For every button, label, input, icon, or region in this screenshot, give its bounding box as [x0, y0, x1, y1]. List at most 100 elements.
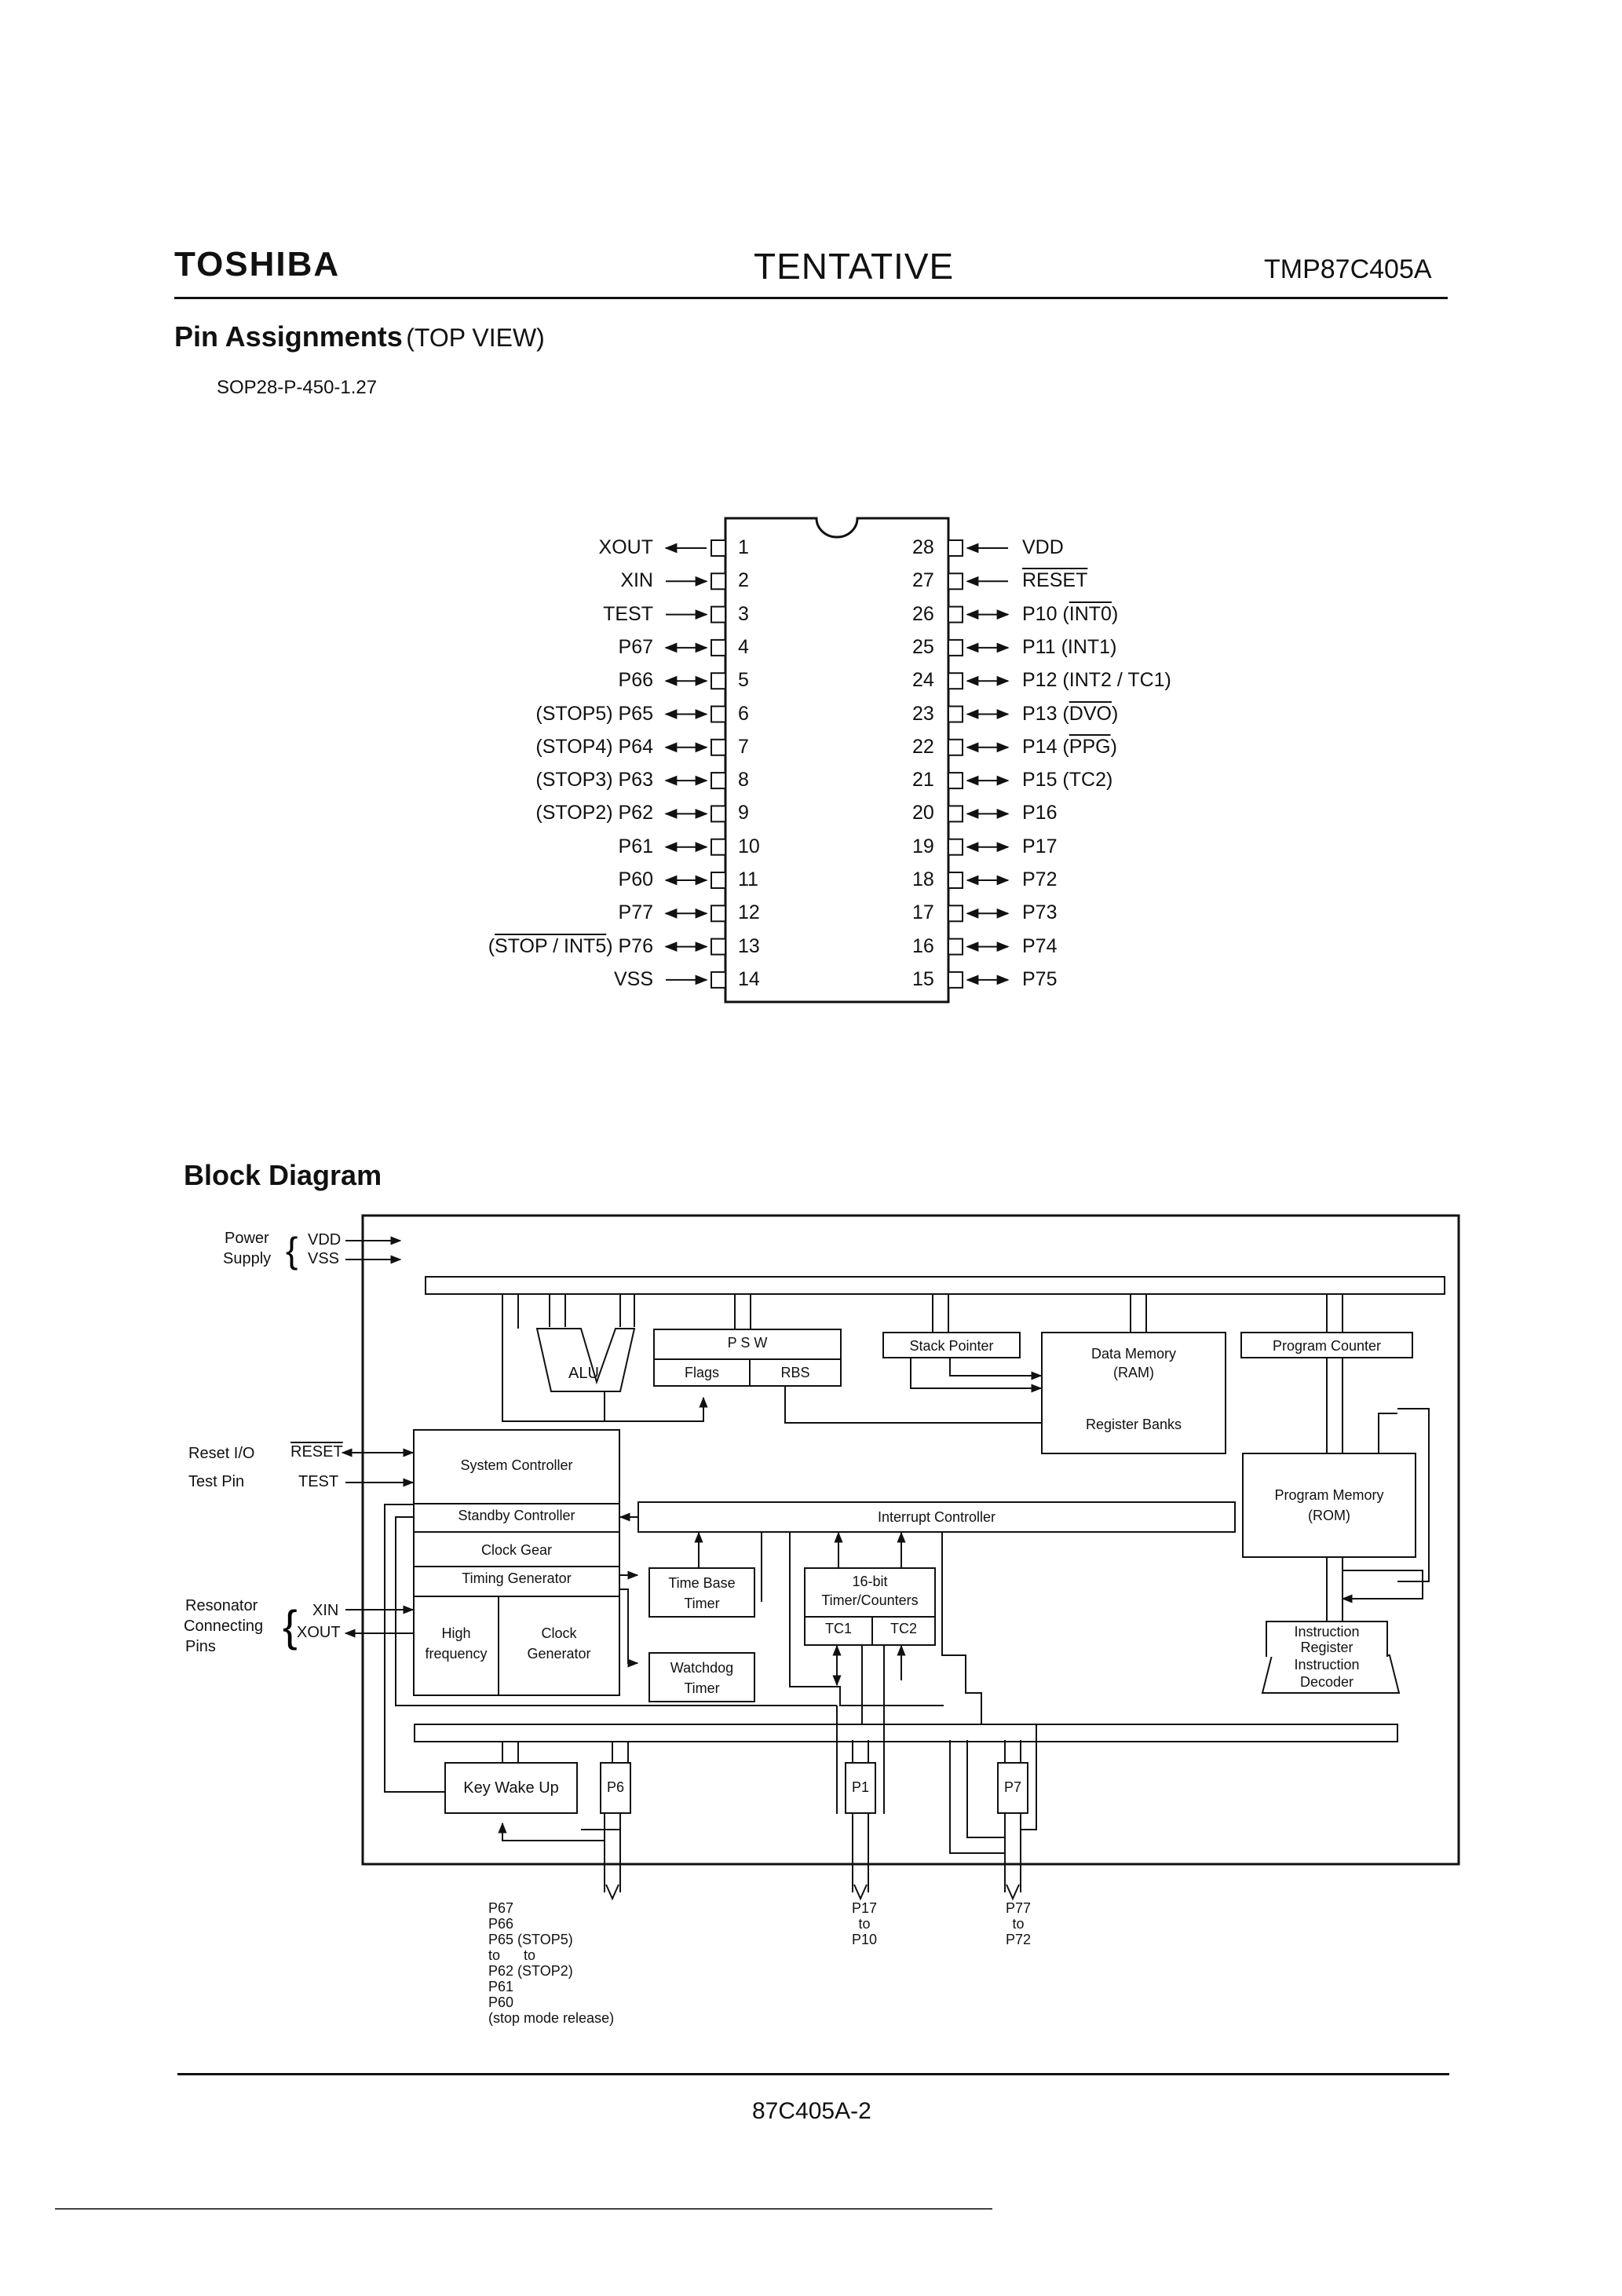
- pin-pad-right: [948, 938, 963, 956]
- pin-number: 24: [912, 669, 934, 692]
- pin-label-text: P12 (INT2 / TC1): [1022, 669, 1171, 692]
- interrupt-controller-label: Interrupt Controller: [877, 1509, 996, 1525]
- pin-pad-right: [948, 638, 963, 656]
- left-pin-label: P77: [323, 901, 653, 924]
- pin-pad-right: [948, 772, 963, 790]
- left-pin-label: XOUT: [323, 536, 653, 559]
- pin-pad-right: [948, 572, 963, 590]
- right-pin-label: P75: [1022, 968, 1057, 991]
- pin-number: 6: [738, 702, 749, 725]
- flags-label: Flags: [684, 1365, 719, 1380]
- vss-pin: VSS: [308, 1250, 340, 1267]
- pin-number: 18: [912, 868, 934, 890]
- package-code: SOP28-P-450-1.27: [217, 377, 378, 398]
- left-pin-label: TEST: [323, 603, 653, 626]
- pin-label-text: (STOP2) P62: [535, 802, 653, 824]
- pin-label-text: P73: [1022, 901, 1058, 924]
- pin-label-text: P11 (INT1): [1022, 635, 1117, 658]
- key-wake-up-label: Key Wake Up: [463, 1779, 559, 1797]
- high-frequency-line1: High: [441, 1625, 471, 1641]
- test-pin: TEST: [298, 1473, 339, 1490]
- pins-label: Pins: [185, 1638, 216, 1655]
- pin-number: 16: [912, 934, 934, 957]
- port-p1-box: P1: [845, 1762, 876, 1814]
- clock-generator-line2: Generator: [527, 1646, 591, 1662]
- pin-pad-left: [711, 772, 726, 790]
- pin-number: 19: [912, 835, 934, 857]
- timer-counters-box: 16-bit Timer/Counters TC1 TC2: [804, 1567, 936, 1646]
- right-pin-label: P11 (INT1): [1022, 636, 1116, 659]
- chip-boundary: [361, 1214, 1460, 1866]
- data-memory-box: Data Memory (RAM) Register Banks: [1041, 1332, 1226, 1454]
- pin-label-text: XOUT: [598, 536, 653, 558]
- pin-label-text: P75: [1022, 967, 1058, 990]
- pin-section-title: Pin Assignments: [174, 320, 403, 353]
- instruction-register-box: Instruction Register: [1266, 1621, 1388, 1657]
- pin-pad-right: [948, 838, 963, 856]
- port-pin-label: P77: [1005, 1900, 1032, 1916]
- pin-number: 8: [738, 769, 749, 792]
- ic-body: [724, 517, 950, 1004]
- pin-number: 28: [912, 536, 934, 558]
- pin-label-text: P15 (TC2): [1022, 769, 1113, 792]
- pin-number: 11: [738, 868, 758, 890]
- rom-label: (ROM): [1308, 1508, 1350, 1523]
- pin-label-suffix: ): [1110, 735, 1117, 758]
- timer-counters-line1: 16-bit: [852, 1574, 888, 1589]
- left-pin-label: P67: [323, 636, 653, 659]
- pin-number: 12: [738, 901, 760, 924]
- left-pin-label: XIN: [323, 569, 653, 592]
- port-pin-label: P10: [851, 1932, 878, 1947]
- pin-pad-left: [711, 905, 726, 923]
- clock-generator-line1: Clock: [541, 1625, 577, 1641]
- supply-label: Supply: [223, 1250, 272, 1267]
- program-counter-box: Program Counter: [1240, 1332, 1413, 1358]
- port-pin-label: to: [1012, 1916, 1025, 1932]
- alu-shape: [535, 1328, 636, 1392]
- pin-pad-right: [948, 805, 963, 823]
- port-pin-label: P66: [488, 1916, 514, 1932]
- reset-io-label: Reset I/O: [188, 1445, 255, 1462]
- key-wake-up-box: Key Wake Up: [444, 1762, 578, 1814]
- pin-label-active-low: PPG: [1069, 735, 1111, 758]
- block-diagram: { {: [283, 1214, 1460, 1901]
- port-pin-label: to: [858, 1916, 871, 1932]
- resonator-label: Resonator: [185, 1597, 258, 1614]
- left-pin-label: P61: [323, 835, 653, 858]
- timing-generator-label: Timing Generator: [462, 1570, 572, 1586]
- pin-number: 22: [912, 735, 934, 758]
- port-pin-label: P17: [851, 1900, 878, 1916]
- pin-number: 2: [738, 569, 749, 592]
- port-p6-label: P6: [606, 1779, 625, 1795]
- connecting-label: Connecting: [184, 1618, 264, 1635]
- pin-label-text: P74: [1022, 934, 1058, 957]
- pin-label-suffix: ) P76: [606, 934, 653, 957]
- left-pin-label: (STOP / INT5) P76: [323, 935, 653, 958]
- left-pin-label: P60: [323, 868, 653, 891]
- power-brace: {: [286, 1230, 298, 1270]
- right-pin-label: P10 (INT0): [1022, 603, 1118, 626]
- pin-label-suffix: ): [1111, 702, 1119, 725]
- timer-counters-line2: Timer/Counters: [821, 1592, 919, 1608]
- right-pin-label: VDD: [1022, 536, 1064, 559]
- right-pin-label: P15 (TC2): [1022, 769, 1112, 792]
- pin-number: 23: [912, 702, 934, 725]
- pin-number: 5: [738, 669, 749, 692]
- pin-pad-right: [948, 872, 963, 889]
- bottom-rule: [55, 2208, 992, 2210]
- port-pin-label: P65 (STOP5): [488, 1932, 573, 1947]
- rbs-label: RBS: [780, 1365, 810, 1380]
- program-memory-box: Program Memory (ROM): [1242, 1453, 1416, 1558]
- pin-number: 9: [738, 802, 749, 824]
- pin-number: 21: [912, 769, 934, 792]
- right-pin-label: P16: [1022, 802, 1057, 824]
- data-memory-label: Data Memory: [1090, 1346, 1177, 1362]
- ram-label: (RAM): [1113, 1365, 1154, 1380]
- pin-pad-right: [948, 971, 963, 989]
- right-pin-label: P13 (DVO): [1022, 703, 1118, 726]
- pin-pad-right: [948, 539, 963, 557]
- right-pin-label: P12 (INT2 / TC1): [1022, 669, 1171, 692]
- system-controller-label: System Controller: [460, 1457, 573, 1473]
